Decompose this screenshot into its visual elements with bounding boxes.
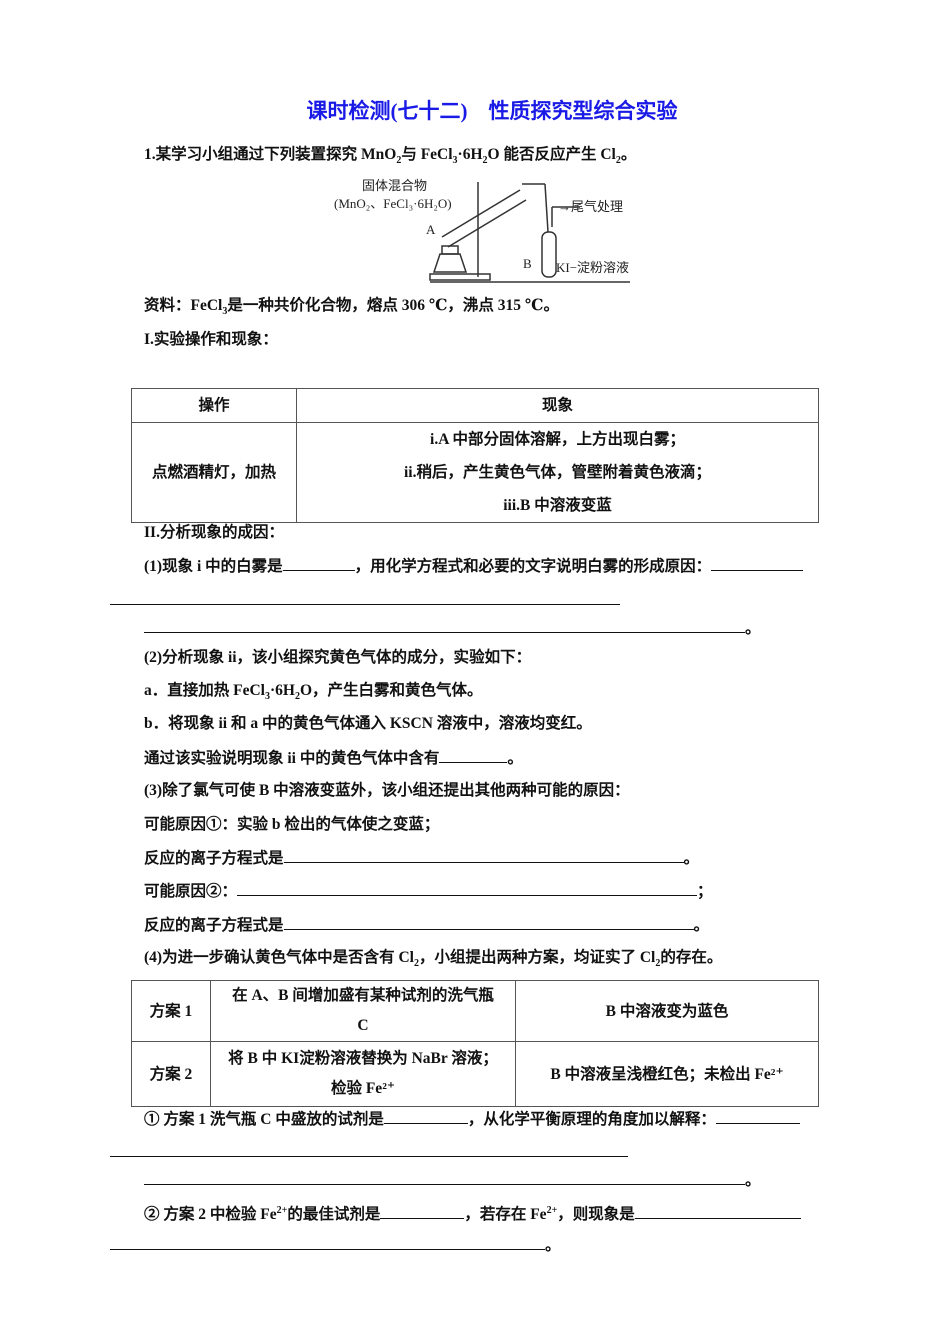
- reference-info: 资料：FeCl3是一种共价化合物，熔点 306 ℃，沸点 315 ℃。: [144, 297, 560, 318]
- operation-cell: 点燃酒精灯，加热: [131, 422, 297, 523]
- apparatus-diagram: 固体混合物 (MnO₂、FeCl₃·6H₂O) A B →尾气处理 KI−淀粉溶…: [334, 178, 630, 283]
- question-1-stem: 1.某学习小组通过下列装置探究 MnO2与 FeCl3·6H2O 能否反应产生 …: [144, 146, 637, 167]
- page-title: 课时检测(七十二) 性质探究型综合实验: [306, 99, 678, 123]
- q-4-2: ② 方案 2 中检验 Fe2+的最佳试剂是，若存在 Fe2+，则现象是: [144, 1201, 801, 1225]
- scheme-2-result: B 中溶液呈浅橙红色；未检出 Fe²⁺: [515, 1041, 819, 1107]
- part-1-heading: I.实验操作和现象：: [144, 331, 278, 348]
- answer-blank[interactable]: [110, 1142, 628, 1157]
- answer-blank[interactable]: [283, 915, 694, 930]
- answer-blank[interactable]: [283, 848, 684, 863]
- phenomenon-cell: i.A 中部分固体溶解，上方出现白雾；ii.稍后，产生黄色气体，管壁附着黄色液滴…: [296, 422, 819, 523]
- answer-blank[interactable]: [715, 1109, 800, 1124]
- q-3-eq-1: 反应的离子方程式是。: [144, 848, 700, 867]
- label-mixture-formula: (MnO₂、FeCl₃·6H₂O): [334, 196, 452, 211]
- q-2-b: b．将现象 ii 和 a 中的黄色气体通入 KSCN 溶液中，溶液均变红。: [144, 715, 592, 732]
- q-4-head: (4)为进一步确认黄色气体中是否含有 Cl2，小组提出两种方案，均证实了 Cl2…: [144, 949, 723, 970]
- header-phenomenon: 现象: [296, 388, 819, 423]
- apparatus-lines: [429, 182, 630, 283]
- answer-blank[interactable]: [144, 618, 745, 633]
- q-2-c: 通过该实验说明现象 ii 中的黄色气体中含有。: [144, 748, 523, 767]
- period: 。: [745, 620, 761, 637]
- label-b: B: [523, 256, 532, 271]
- answer-blank[interactable]: [711, 556, 804, 571]
- answer-blank[interactable]: [380, 1204, 465, 1220]
- header-operation: 操作: [131, 388, 297, 423]
- label-solid-mixture: 固体混合物: [362, 178, 427, 193]
- answer-blank[interactable]: [282, 556, 355, 571]
- answer-blank[interactable]: [144, 1170, 745, 1185]
- answer-blank[interactable]: [439, 748, 508, 763]
- q-3-reason-1: 可能原因①：实验 b 检出的气体使之变蓝；: [144, 816, 440, 833]
- period: 。: [745, 1172, 761, 1189]
- q-1-line: (1)现象 i 中的白雾是，用化学方程式和必要的文字说明白雾的形成原因：: [144, 556, 804, 577]
- scheme-1-result: B 中溶液变为蓝色: [515, 980, 819, 1042]
- label-ki-starch: KI−淀粉溶液: [556, 260, 629, 275]
- scheme-2-action: 将 B 中 KI淀粉溶液替换为 NaBr 溶液；检验 Fe²⁺: [210, 1041, 516, 1107]
- q-2-head: (2)分析现象 ii，该小组探究黄色气体的成分，实验如下：: [144, 649, 532, 666]
- answer-blank[interactable]: [383, 1109, 468, 1124]
- q-4-1: ① 方案 1 洗气瓶 C 中盛放的试剂是，从化学平衡原理的角度加以解释：: [144, 1109, 800, 1130]
- label-tail-gas: →尾气处理: [558, 199, 623, 214]
- q-3-reason-2: 可能原因②：；: [144, 881, 713, 900]
- scheme-2-name: 方案 2: [131, 1041, 211, 1107]
- q-3-eq-2: 反应的离子方程式是。: [144, 915, 710, 934]
- answer-blank[interactable]: [110, 1235, 545, 1250]
- answer-blank[interactable]: [634, 1204, 801, 1220]
- label-a: A: [426, 222, 436, 237]
- answer-blank[interactable]: [110, 590, 620, 605]
- answer-blank[interactable]: [237, 881, 698, 896]
- period: 。: [545, 1237, 561, 1254]
- scheme-1-name: 方案 1: [131, 980, 211, 1042]
- q-2-a: a．直接加热 FeCl3·6H2O，产生白雾和黄色气体。: [144, 682, 483, 703]
- q-3-head: (3)除了氯气可使 B 中溶液变蓝外，该小组还提出其他两种可能的原因：: [144, 782, 630, 799]
- part-2-heading: II.分析现象的成因：: [144, 524, 284, 541]
